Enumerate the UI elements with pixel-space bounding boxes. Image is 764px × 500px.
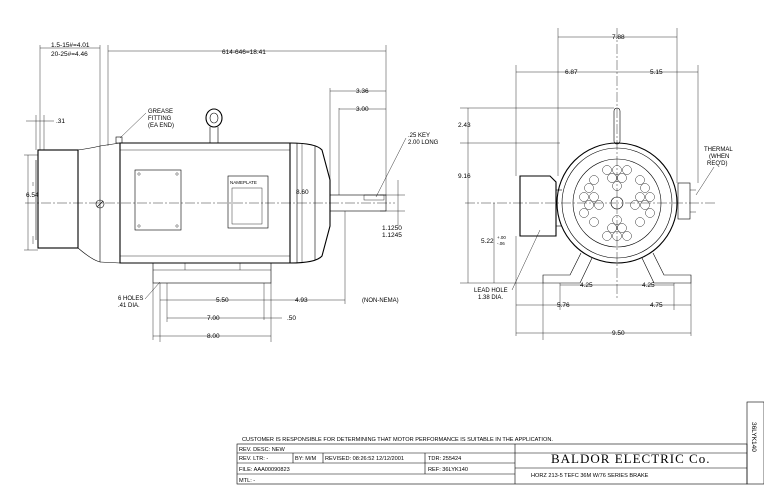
dim-end-522: 5.22 <box>481 238 494 245</box>
dim-end-425-left: 4.25 <box>580 282 593 289</box>
dim-end-425-right: 4.25 <box>642 282 655 289</box>
dim-overall-length: 614-646=18.41 <box>222 49 266 56</box>
dim-shaft-inner: 3.00 <box>356 106 369 113</box>
key-label-2: 2.00 LONG <box>408 140 439 146</box>
rev-ltr: REV. LTR: - <box>239 456 268 462</box>
dim-end-243: 2.43 <box>458 122 471 129</box>
material: MTL: - <box>239 478 255 484</box>
nameplate-box <box>227 175 269 229</box>
lifting-eye-icon <box>205 108 223 128</box>
drain-plug-icon <box>95 199 105 209</box>
title-block: CUSTOMER IS RESPONSIBLE FOR DETERMINING … <box>236 401 764 485</box>
dim-foot-493: 4.93 <box>295 297 308 304</box>
end-conduit-box <box>519 175 557 237</box>
mounting-foot <box>152 262 272 284</box>
dim-foot-550: 5.50 <box>216 297 229 304</box>
rev-by: BY: M/M <box>295 456 316 462</box>
drawing-number-vertical: 36LYK140 <box>750 422 757 452</box>
dim-shaft-outer: 3.36 <box>356 88 369 95</box>
key-label-1: .25 KEY <box>408 133 430 139</box>
tdr-number: TDR: 255424 <box>428 456 461 462</box>
grease-label-3: (EA END) <box>148 123 174 129</box>
dim-foot-800: 8.00 <box>207 333 220 340</box>
dim-flange-1: 1.5-15#=4.01 <box>51 42 90 49</box>
lead-hole-label-1: LEAD HOLE <box>474 288 508 294</box>
company-name: BALDOR ELECTRIC Co. <box>551 451 710 466</box>
thermal-label-3: REQ'D) <box>707 161 727 167</box>
dim-end-522-tol-bot: -.06 <box>497 241 505 246</box>
fan-pattern <box>579 165 655 241</box>
lead-hole-label-2: 1.38 DIA. <box>478 295 503 301</box>
dim-end-916: 9.16 <box>458 173 471 180</box>
holes-label-2: .41 DIA. <box>118 303 140 309</box>
dim-end-475: 4.75 <box>650 302 663 309</box>
rev-desc: REV. DESC: NEW <box>239 447 286 453</box>
dim-end-522-tol-top: +.00 <box>497 235 506 240</box>
end-foot-left <box>542 252 593 284</box>
dim-end-576: 5.76 <box>557 302 570 309</box>
shaft-dia-min: 1.1245 <box>382 232 402 239</box>
dim-end-687: 6.87 <box>565 69 578 76</box>
brake-housing <box>37 149 79 249</box>
end-dimensions: 7.88 6.87 5.15 2.43 9.16 5.22 +.00 -.06 … <box>458 28 733 340</box>
customer-note: CUSTOMER IS RESPONSIBLE FOR DETERMINING … <box>242 437 553 443</box>
thermal-label-1: THERMAL <box>704 147 733 153</box>
ref-number: REF: 36LYK140 <box>428 467 468 473</box>
dim-foot-050: .50 <box>287 315 296 322</box>
grease-label-2: FITTING <box>148 116 172 122</box>
dim-foot-700: 7.00 <box>207 315 220 322</box>
end-foot-right <box>641 252 692 284</box>
non-nema-label: (NON-NEMA) <box>362 298 399 304</box>
dim-end-515: 5.15 <box>650 69 663 76</box>
file-number: FILE: AAA00090823 <box>239 467 290 473</box>
shaft <box>329 194 387 212</box>
nameplate-label: NAMEPLATE <box>230 180 257 185</box>
drawing-description: HORZ 213-5 TEFC 36M W/76 SERIES BRAKE <box>531 473 649 479</box>
dim-flange-2: 20-25#=4.46 <box>51 51 88 58</box>
grease-label-1: GREASE <box>148 109 173 115</box>
side-view: NAMEPLATE <box>25 108 395 284</box>
conduit-box <box>134 169 182 231</box>
dim-end-950: 9.50 <box>612 330 625 337</box>
dim-height-654: 6.54 <box>26 192 39 199</box>
grease-fitting-icon <box>115 136 123 144</box>
holes-label-1: 6 HOLES <box>118 296 143 302</box>
fan-guard-outer <box>556 142 678 264</box>
end-lifting-eye-icon <box>613 107 621 145</box>
end-view <box>465 28 715 300</box>
thermal-label-2: (WHEN <box>709 154 729 160</box>
dim-end-031: .31 <box>56 118 65 125</box>
side-dimensions: 1.5-15#=4.01 20-25#=4.46 614-646=18.41 3… <box>24 42 439 342</box>
thermal-box <box>677 182 691 220</box>
rev-revised: REVISED: 08:26:52 12/12/2001 <box>325 456 404 462</box>
dim-end-788: 7.88 <box>612 34 625 41</box>
shaft-dia-max: 1.1250 <box>382 225 402 232</box>
dim-body-860: 8.60 <box>296 189 309 196</box>
